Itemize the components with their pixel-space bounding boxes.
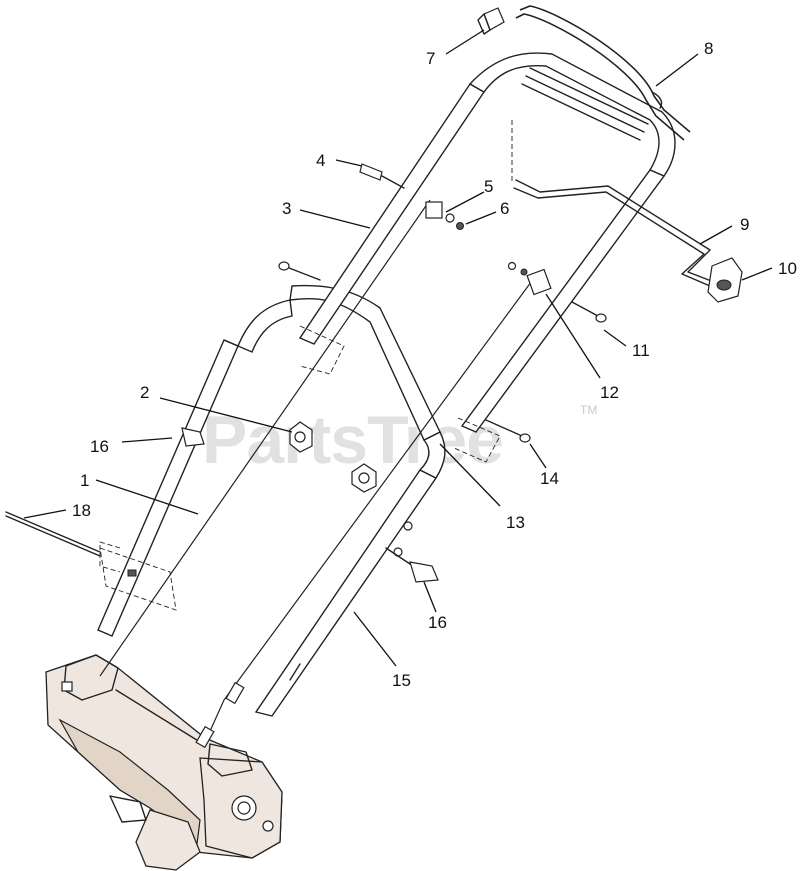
callout-7: 7	[426, 49, 435, 68]
callout-5: 5	[484, 177, 493, 196]
watermark-trademark: TM	[580, 403, 597, 417]
callout-4: 4	[316, 151, 325, 170]
callout-3: 3	[282, 199, 291, 218]
watermark: PartsTree TM	[202, 402, 597, 478]
callout-16a: 16	[90, 437, 109, 456]
callout-16b: 16	[428, 613, 447, 632]
callout-14: 14	[540, 469, 559, 488]
bail-knob	[707, 257, 743, 303]
callout-labels: 1 2 3 4 5 6 7 8 9 10 11 12 13 14 15 16 1…	[72, 39, 797, 690]
callout-12: 12	[600, 383, 619, 402]
upper-handle	[298, 52, 676, 463]
callout-8: 8	[704, 39, 713, 58]
hardware	[5, 163, 607, 583]
clip-part	[477, 7, 505, 35]
callout-11: 11	[632, 341, 650, 360]
leader-lines	[23, 29, 773, 667]
control-bail	[515, 5, 691, 141]
lower-handle-right	[254, 284, 446, 717]
connecting-rod	[511, 120, 715, 287]
callout-1: 1	[80, 471, 89, 490]
control-cables	[99, 199, 535, 749]
mower-deck	[45, 654, 283, 871]
callout-15: 15	[392, 671, 411, 690]
callout-2: 2	[140, 383, 149, 402]
callout-9: 9	[740, 215, 749, 234]
callout-6: 6	[500, 199, 509, 218]
callout-18: 18	[72, 501, 91, 520]
callout-10: 10	[778, 259, 797, 278]
watermark-brand: PartsTree	[202, 402, 503, 478]
callout-13: 13	[506, 513, 525, 532]
